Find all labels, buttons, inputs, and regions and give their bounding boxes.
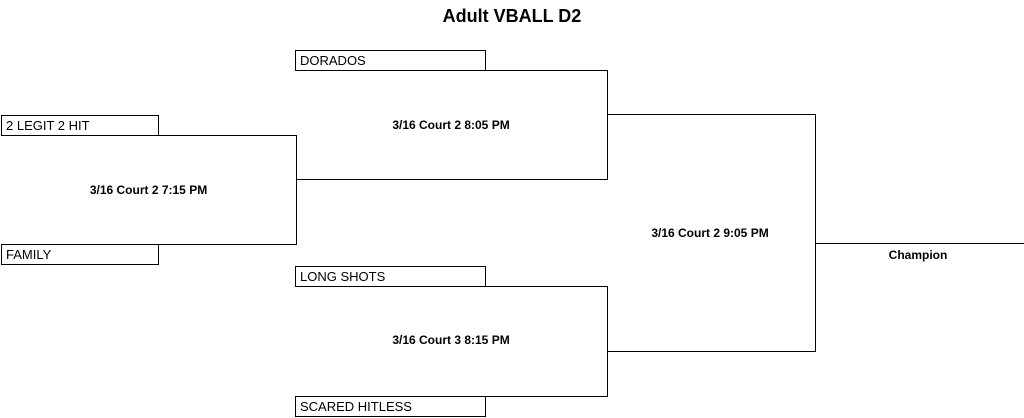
game-round2-top: 3/16 Court 2 8:05 PM [392, 118, 510, 132]
team-long-shots: LONG SHOTS [300, 269, 386, 284]
team-slot-box [295, 50, 486, 71]
champion-label: Champion [888, 248, 948, 262]
team-scared-hitless: SCARED HITLESS [300, 399, 412, 414]
team-slot-box [295, 396, 486, 417]
team-2-legit-2-hit: 2 LEGIT 2 HIT [6, 118, 90, 133]
game-final: 3/16 Court 2 9:05 PM [651, 226, 769, 240]
round2-top-connector [296, 70, 608, 180]
team-dorados: DORADOS [300, 53, 366, 68]
team-family: FAMILY [6, 247, 52, 262]
team-slot-box [295, 266, 486, 287]
team-slot-box [1, 244, 159, 265]
round1-connector [158, 135, 297, 245]
game-round1: 3/16 Court 2 7:15 PM [89, 183, 208, 197]
game-round2-bottom: 3/16 Court 3 8:15 PM [392, 333, 510, 347]
final-connector [607, 114, 816, 352]
team-slot-box [1, 115, 159, 136]
bracket-title: Adult VBALL D2 [442, 6, 582, 26]
round2-bottom-connector [485, 286, 608, 397]
